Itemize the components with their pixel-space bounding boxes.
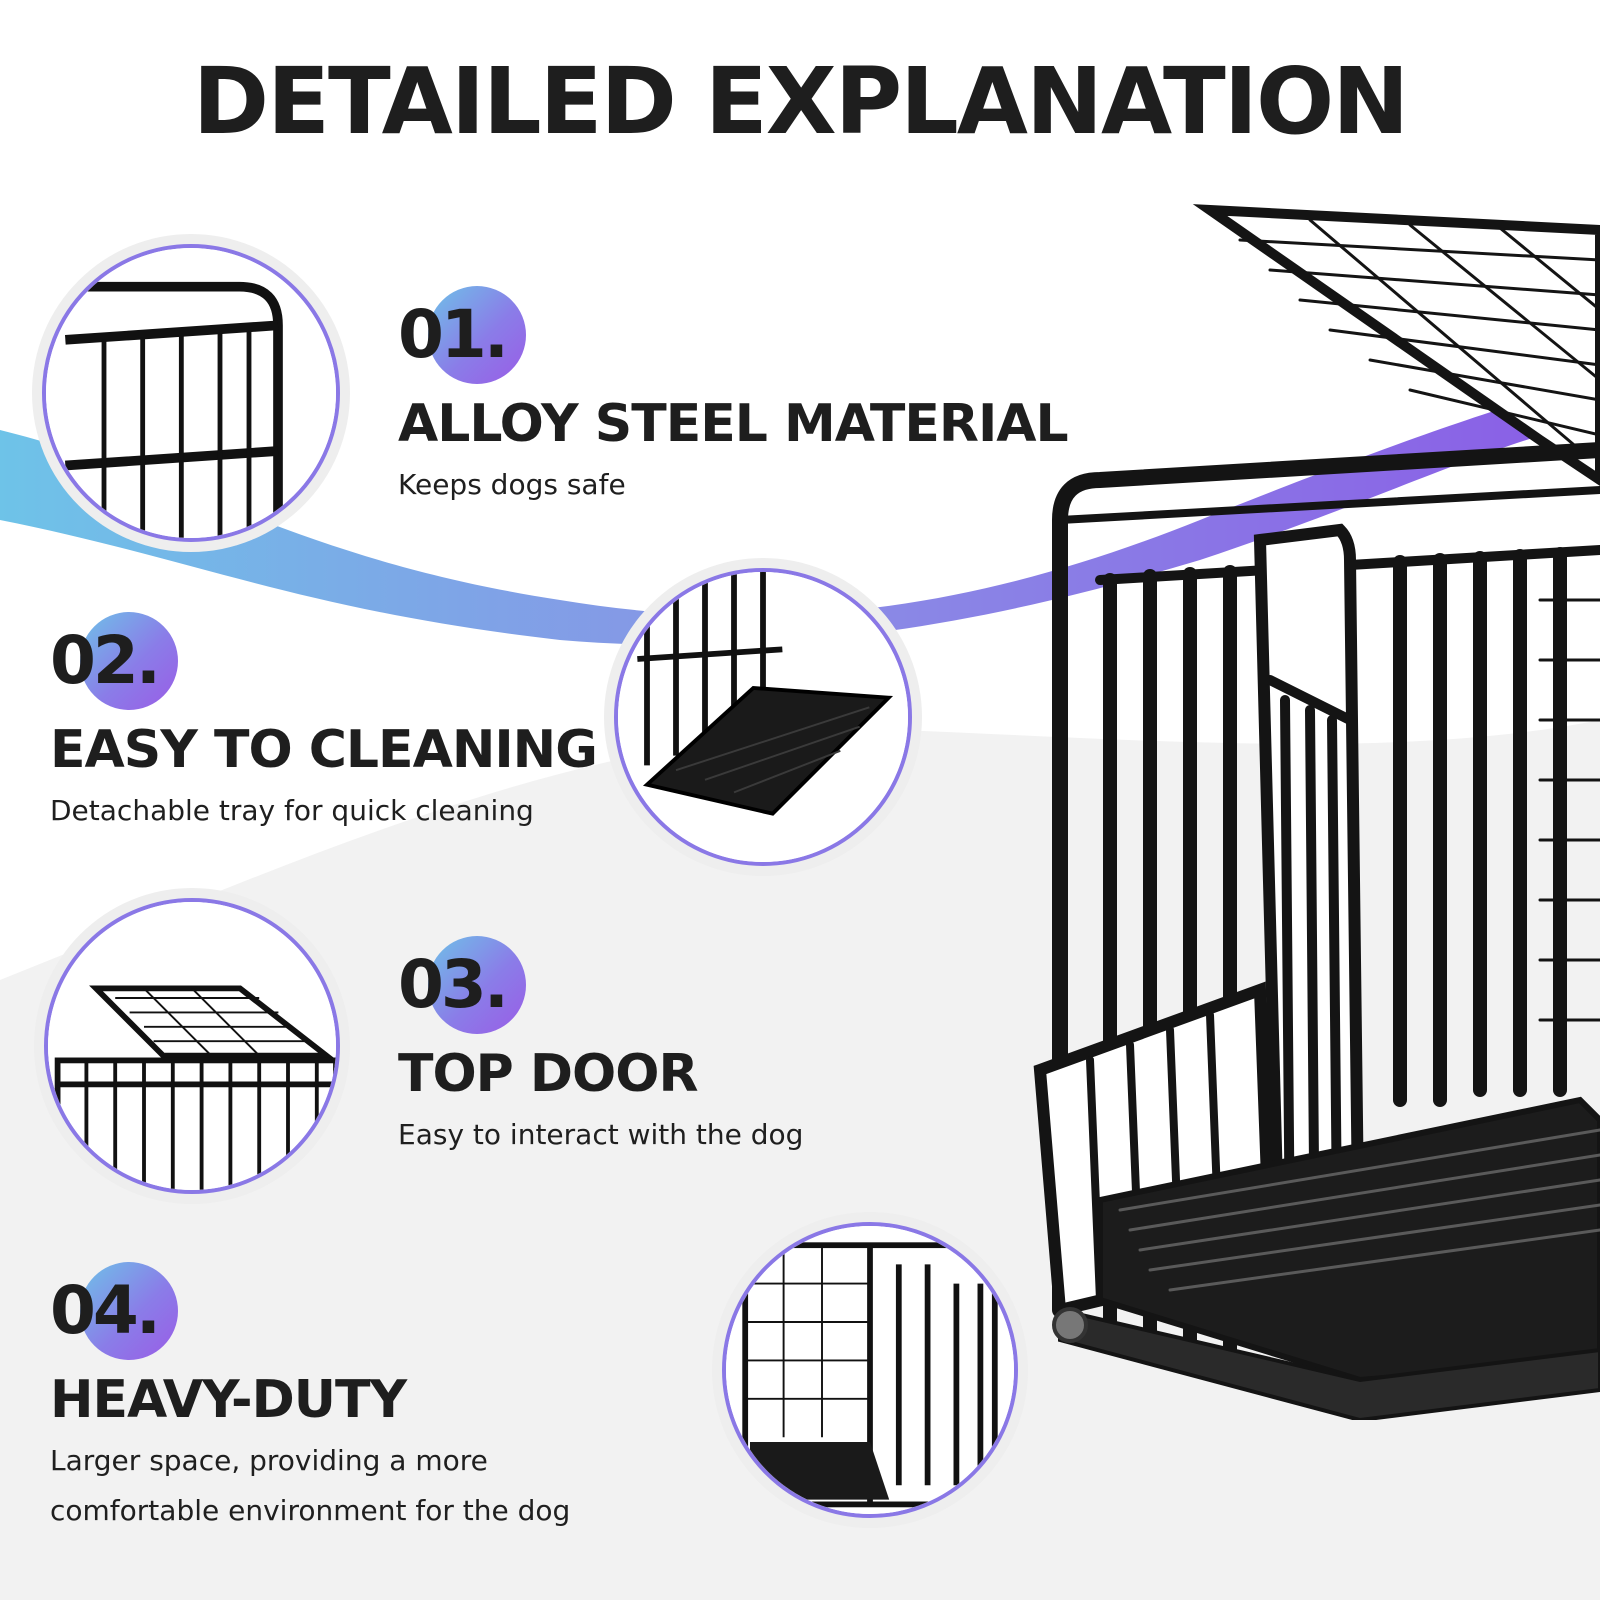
feature-1-title: ALLOY STEEL MATERIAL [398, 394, 1069, 454]
feature-1: 01. ALLOY STEEL MATERIAL Keeps dogs safe [398, 286, 1069, 510]
feature-2-image [614, 568, 912, 866]
feature-2-description: Detachable tray for quick cleaning [50, 794, 534, 827]
feature-2-title: EASY TO CLEANING [50, 720, 598, 780]
gradient-ribbon [0, 380, 1600, 646]
feature-3-number: 03. [398, 946, 509, 1023]
feature-4-description: Larger space, providing a more comfortab… [50, 1436, 570, 1536]
feature-4-description-line-1: Larger space, providing a more [50, 1444, 488, 1477]
feature-1-number: 01. [398, 296, 509, 373]
number-bubble [80, 612, 178, 710]
feature-3: 03. TOP DOOR Easy to interact with the d… [398, 936, 803, 1160]
number-bubble [428, 936, 526, 1034]
feature-1-image [42, 244, 340, 542]
feature-4-description-line-2: comfortable environment for the dog [50, 1494, 571, 1527]
feature-4-image [722, 1222, 1018, 1518]
page-title: DETAILED EXPLANATION [192, 48, 1409, 155]
feature-4: 04. HEAVY-DUTY Larger space, providing a… [50, 1262, 570, 1536]
gray-wave [0, 720, 1600, 1600]
dog-crate-image [1033, 204, 1600, 1420]
feature-3-title: TOP DOOR [398, 1044, 699, 1104]
number-bubble [428, 286, 526, 384]
feature-3-image [44, 898, 340, 1194]
feature-3-description: Easy to interact with the dog [398, 1118, 804, 1151]
feature-4-number: 04. [50, 1272, 161, 1349]
feature-2-number: 02. [50, 622, 161, 699]
feature-2: 02. EASY TO CLEANING Detachable tray for… [50, 612, 598, 836]
number-bubble [80, 1262, 178, 1360]
feature-4-title: HEAVY-DUTY [50, 1370, 407, 1430]
feature-1-description: Keeps dogs safe [398, 468, 626, 501]
